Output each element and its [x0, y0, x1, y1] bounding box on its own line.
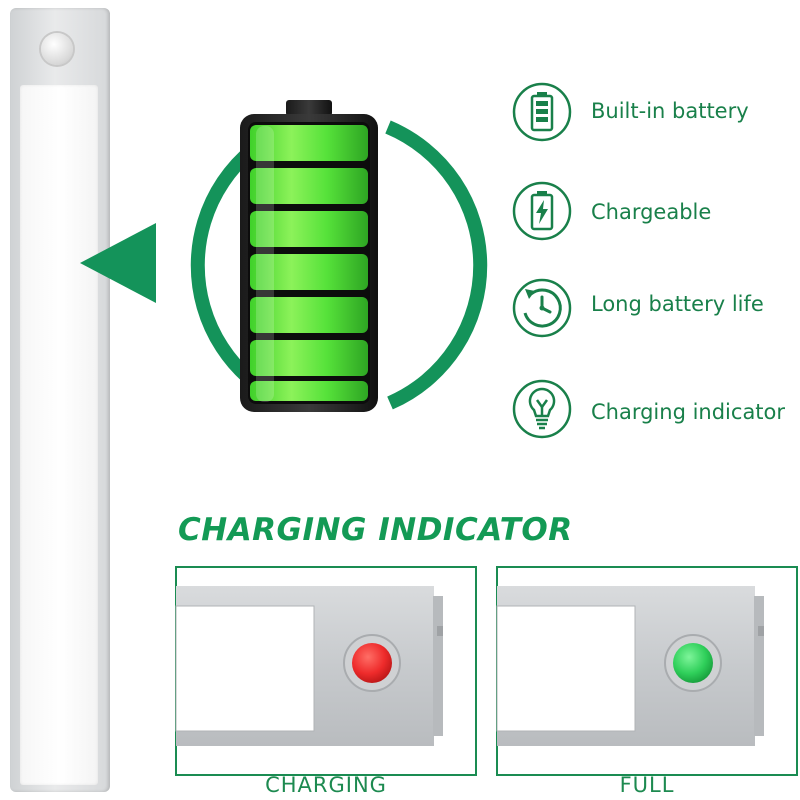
feature-label: Long battery life: [591, 292, 764, 316]
battery-icon: [512, 82, 572, 142]
feature-label: Built-in battery: [591, 99, 749, 123]
feature-label: Chargeable: [591, 200, 712, 224]
battery-icon-large: [240, 100, 378, 412]
charging-state-panel: [175, 566, 477, 776]
motion-sensor: [41, 33, 73, 65]
lightbulb-icon: [512, 379, 572, 439]
red-led: [352, 643, 392, 683]
charging-battery-icon: [512, 181, 572, 241]
green-led: [673, 643, 713, 683]
light-bar-diffuser: [20, 85, 98, 785]
feature-label: Charging indicator: [591, 400, 786, 424]
clock-icon: [512, 278, 572, 338]
charging-state-label: CHARGING: [265, 773, 387, 797]
full-state-label: FULL: [619, 773, 675, 797]
charging-indicator-title: CHARGING INDICATOR: [178, 512, 573, 548]
full-state-panel: [496, 566, 798, 776]
